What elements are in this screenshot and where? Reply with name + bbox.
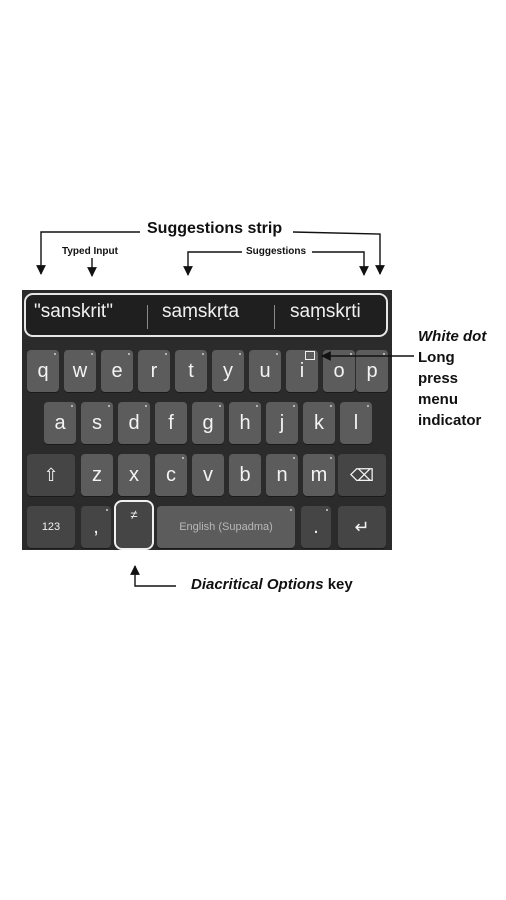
long-press-dot xyxy=(330,405,332,407)
long-press-dot xyxy=(182,457,184,459)
comma-key[interactable]: , xyxy=(81,506,111,548)
long-press-dot xyxy=(71,405,73,407)
long-press-dot xyxy=(290,509,292,511)
key-word-label: key xyxy=(323,576,353,593)
key-j[interactable]: j xyxy=(266,402,298,444)
long-press-dot xyxy=(326,509,328,511)
period-key[interactable]: . xyxy=(301,506,331,548)
backspace-key[interactable]: ⌫ xyxy=(338,454,386,496)
enter-key[interactable]: ↵ xyxy=(338,506,386,548)
key-g[interactable]: g xyxy=(192,402,224,444)
suggestion-divider xyxy=(274,305,275,329)
suggestions-strip: "sanskrit" saṃskṛta saṃskṛti xyxy=(24,293,388,337)
key-h[interactable]: h xyxy=(229,402,261,444)
diacritical-annotation: Diacritical Options key xyxy=(191,576,353,593)
key-z[interactable]: z xyxy=(81,454,113,496)
key-r[interactable]: r xyxy=(138,350,170,392)
long-press-dot xyxy=(165,353,167,355)
white-dot-highlight xyxy=(305,351,315,360)
key-q[interactable]: q xyxy=(27,350,59,392)
long-press-dot xyxy=(145,405,147,407)
long-press-dot xyxy=(293,405,295,407)
long-press-dot xyxy=(330,457,332,459)
shift-key[interactable]: ⇧ xyxy=(27,454,75,496)
suggestion-2[interactable]: saṃskṛti xyxy=(290,301,361,322)
long-press-dot xyxy=(239,353,241,355)
diacritical-options-key[interactable]: ≠ xyxy=(114,500,154,550)
suggestions-label: Suggestions xyxy=(246,246,307,257)
key-f[interactable]: f xyxy=(155,402,187,444)
key-s[interactable]: s xyxy=(81,402,113,444)
key-b[interactable]: b xyxy=(229,454,261,496)
suggestion-typed-input[interactable]: "sanskrit" xyxy=(34,301,113,322)
white-dot-label: White dot xyxy=(418,328,487,345)
enter-icon: ↵ xyxy=(354,517,370,537)
long-label: Long xyxy=(418,349,455,366)
long-press-dot xyxy=(293,457,295,459)
key-x[interactable]: x xyxy=(118,454,150,496)
indicator-label: indicator xyxy=(418,412,482,429)
long-press-dot xyxy=(91,353,93,355)
key-n[interactable]: n xyxy=(266,454,298,496)
menu-label: menu xyxy=(418,391,459,408)
key-a[interactable]: a xyxy=(44,402,76,444)
long-press-dot xyxy=(219,405,221,407)
long-press-dot xyxy=(350,353,352,355)
key-d[interactable]: d xyxy=(118,402,150,444)
key-t[interactable]: t xyxy=(175,350,207,392)
long-press-dot xyxy=(108,405,110,407)
key-e[interactable]: e xyxy=(101,350,133,392)
numbers-key[interactable]: 123 xyxy=(27,506,75,548)
space-key[interactable]: English (Supadma) xyxy=(157,506,295,548)
key-k[interactable]: k xyxy=(303,402,335,444)
diacritical-label: Diacritical Options xyxy=(191,576,324,593)
key-y[interactable]: y xyxy=(212,350,244,392)
long-press-dot xyxy=(367,405,369,407)
key-v[interactable]: v xyxy=(192,454,224,496)
white-dot-annotation: White dot Long press menu indicator xyxy=(418,326,486,431)
typed-input-label: Typed Input xyxy=(62,246,118,257)
key-m[interactable]: m xyxy=(303,454,335,496)
long-press-dot xyxy=(106,509,108,511)
suggestion-1[interactable]: saṃskṛta xyxy=(162,301,240,322)
long-press-dot xyxy=(256,405,258,407)
key-c[interactable]: c xyxy=(155,454,187,496)
key-l[interactable]: l xyxy=(340,402,372,444)
backspace-icon: ⌫ xyxy=(349,466,375,485)
key-w[interactable]: w xyxy=(64,350,96,392)
long-press-dot xyxy=(383,353,385,355)
diacritic-icon: ≠ xyxy=(130,507,138,522)
long-press-dot xyxy=(202,353,204,355)
shift-icon: ⇧ xyxy=(43,465,59,485)
key-p[interactable]: p xyxy=(356,350,388,392)
key-i[interactable]: i xyxy=(286,350,318,392)
key-u[interactable]: u xyxy=(249,350,281,392)
long-press-dot xyxy=(276,353,278,355)
suggestions-strip-label: Suggestions strip xyxy=(147,220,283,237)
long-press-dot xyxy=(54,353,56,355)
press-label: press xyxy=(418,370,459,387)
long-press-dot xyxy=(128,353,130,355)
suggestion-divider xyxy=(147,305,148,329)
